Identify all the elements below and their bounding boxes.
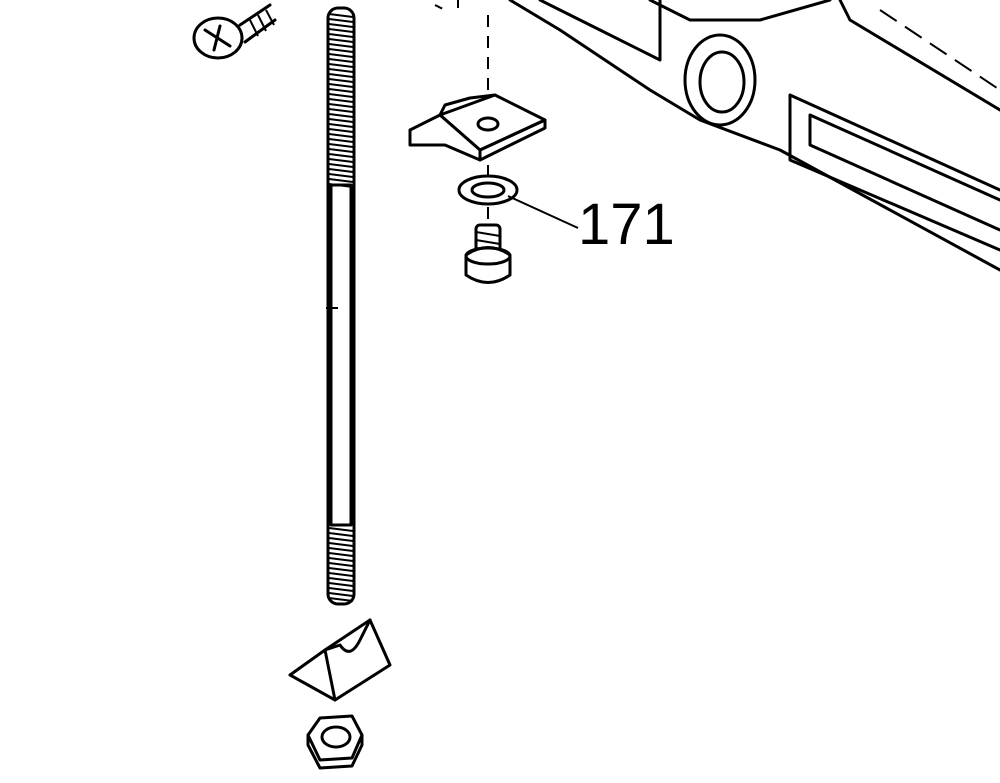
- callout-label-171: 171: [578, 192, 675, 257]
- callout-leader-line: [507, 195, 579, 229]
- hex-nut: [306, 714, 364, 770]
- spring-clip: [408, 93, 547, 162]
- assembly-axis-left: [434, 0, 459, 12]
- hex-bolt: [464, 223, 512, 284]
- wedge-block: [288, 618, 392, 702]
- phillips-screw: [192, 3, 277, 60]
- threaded-rod: [326, 6, 356, 606]
- washer-171: [457, 174, 519, 206]
- arm-bracket: [508, 0, 1000, 272]
